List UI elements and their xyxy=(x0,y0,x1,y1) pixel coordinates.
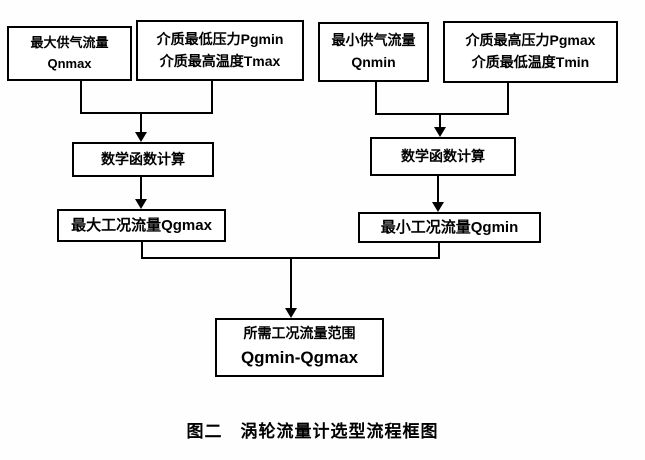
arrow-center-head-icon xyxy=(285,308,297,318)
node-math-calc-left-label: 数学函数计算 xyxy=(101,150,185,167)
connector-pgmin-down xyxy=(211,80,213,113)
connector-qnmin-down xyxy=(375,81,377,114)
node-math-calc-right-label: 数学函数计算 xyxy=(401,147,485,164)
connector-qnmax-down xyxy=(80,81,82,113)
node-pgmin-tmax-line1: 介质最低压力Pgmin xyxy=(156,30,284,47)
node-pgmax-tmin-line1: 介质最高压力Pgmax xyxy=(465,32,596,49)
node-math-calc-right: 数学函数计算 xyxy=(370,137,516,176)
node-math-calc-left: 数学函数计算 xyxy=(72,142,214,177)
arrow-left1-stem xyxy=(140,112,142,134)
node-qgmin: 最小工况流量Qgmin xyxy=(358,212,541,243)
arrow-right1-stem xyxy=(439,113,441,129)
node-qgmin-label: 最小工况流量Qgmin xyxy=(380,218,519,236)
node-qnmin-line2: Qnmin xyxy=(351,54,396,70)
node-qnmax-line2: Qnmax xyxy=(47,55,92,71)
connector-qgmin-down xyxy=(438,242,440,259)
node-result-line1: 所需工况流量范围 xyxy=(243,325,356,342)
connector-right-merge-horizontal xyxy=(375,113,509,115)
node-pgmax-tmin: 介质最高压力Pgmax 介质最低温度Tmin xyxy=(443,21,618,83)
connector-qgmax-down xyxy=(141,242,143,259)
node-pgmax-tmin-line2: 介质最低温度Tmin xyxy=(471,54,590,70)
node-result-range: 所需工况流量范围 Qgmin-Qgmax xyxy=(215,318,384,377)
node-qnmin-line1: 最小供气流量 xyxy=(331,32,416,49)
figure-caption: 图二 涡轮流量计选型流程框图 xyxy=(186,422,439,441)
arrow-right2-stem xyxy=(437,176,439,203)
node-qnmin: 最小供气流量 Qnmin xyxy=(318,22,429,82)
node-qgmax-label: 最大工况流量Qgmax xyxy=(71,216,212,234)
arrow-left1-head-icon xyxy=(135,132,147,142)
node-pgmin-tmax: 介质最低压力Pgmin 介质最高温度Tmax xyxy=(136,20,304,81)
arrow-left2-head-icon xyxy=(135,199,147,209)
node-qnmax-line1: 最大供气流量 xyxy=(30,35,109,51)
connector-left-merge-horizontal xyxy=(80,112,213,114)
arrow-right1-head-icon xyxy=(434,127,446,137)
connector-pgmax-down xyxy=(507,82,509,114)
node-qgmax: 最大工况流量Qgmax xyxy=(57,209,226,242)
node-result-line2: Qgmin-Qgmax xyxy=(240,348,359,368)
arrow-left2-stem xyxy=(140,177,142,200)
arrow-center-stem xyxy=(290,257,292,309)
arrow-right2-head-icon xyxy=(432,202,444,212)
node-pgmin-tmax-line2: 介质最高温度Tmax xyxy=(159,52,281,69)
node-qnmax: 最大供气流量 Qnmax xyxy=(7,26,132,81)
